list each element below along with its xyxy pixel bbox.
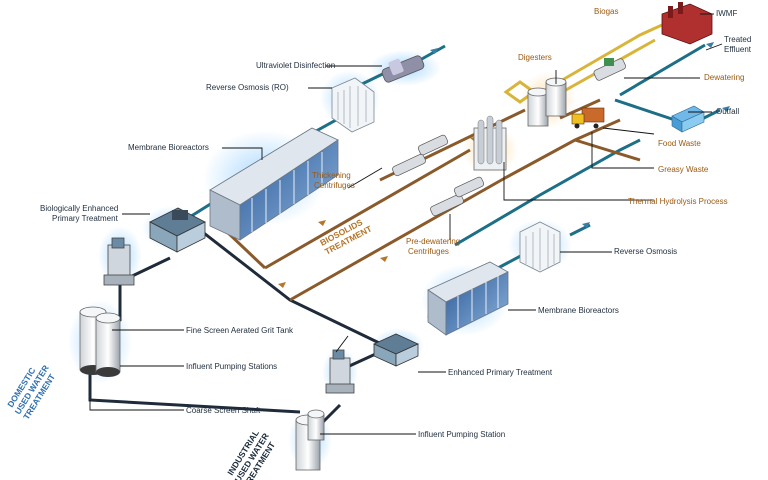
label-outfall: Outfall	[716, 107, 739, 116]
label-membrane-bioreactors-top: Membrane Bioreactors	[128, 143, 209, 152]
label-greasy-waste: Greasy Waste	[658, 165, 709, 174]
label-thermal-hydrolysis: Thermal Hydrolysis Process	[628, 197, 728, 206]
label-iwmf: IWMF	[716, 9, 737, 18]
industrial-screen-unit	[325, 349, 355, 394]
label-bept-line2: Primary Treatment	[52, 214, 119, 223]
waste-truck	[571, 107, 605, 129]
digesters	[503, 77, 567, 127]
label-coarse-screen-shaft: Coarse Screen Shaft	[186, 406, 261, 415]
label-treated-line2: Effluent	[724, 45, 752, 54]
label-influent-pumping-station: Influent Pumping Station	[418, 430, 505, 439]
label-thickening-line1: Thickening	[312, 171, 351, 180]
label-bept-line1: Biologically Enhanced	[40, 204, 118, 213]
dewatering-unit	[593, 58, 626, 81]
label-influent-pumping-stations: Influent Pumping Stations	[186, 362, 277, 371]
label-enhanced-primary-treatment: Enhanced Primary Treatment	[448, 368, 553, 377]
leader-lines	[89, 13, 723, 435]
label-fine-screen-grit: Fine Screen Aerated Grit Tank	[186, 326, 294, 335]
membrane-bioreactor-bottom-unit	[427, 261, 509, 336]
reverse-osmosis-top-unit	[331, 77, 375, 133]
membrane-bioreactor-top-unit	[209, 127, 339, 241]
biologically-enhanced-primary-tank	[149, 207, 206, 253]
label-predewatering-line1: Pre-dewatering	[406, 237, 460, 246]
highlight-glows	[68, 50, 576, 470]
iwmf-building	[661, 2, 713, 45]
pre-dewatering-centrifuges	[430, 176, 485, 217]
label-dewatering: Dewatering	[704, 73, 744, 82]
label-treated-line1: Treated	[724, 35, 751, 44]
thermal-hydrolysis-unit	[473, 115, 507, 171]
label-thickening-line2: Centrifuges	[314, 181, 355, 190]
enhanced-primary-treatment-tank	[373, 333, 419, 367]
domestic-influent-pumping-stations	[79, 306, 121, 377]
label-food-waste: Food Waste	[658, 139, 701, 148]
label-reverse-osmosis-bottom: Reverse Osmosis	[614, 247, 677, 256]
reverse-osmosis-bottom-unit	[519, 221, 561, 273]
uv-disinfection-unit	[381, 55, 425, 83]
industrial-influent-pumping-station	[295, 409, 325, 471]
label-digesters: Digesters	[518, 53, 552, 62]
fine-screen-grit-unit	[103, 237, 135, 286]
label-reverse-osmosis-top: Reverse Osmosis (RO)	[206, 83, 289, 92]
label-membrane-bioreactors-bottom: Membrane Bioreactors	[538, 306, 619, 315]
outfall-structure	[671, 105, 705, 133]
thickening-centrifuges	[392, 134, 449, 177]
label-biogas: Biogas	[594, 7, 618, 16]
label-ultraviolet-disinfection: Ultraviolet Disinfection	[256, 61, 335, 70]
label-predewatering-line2: Centrifuges	[408, 247, 449, 256]
